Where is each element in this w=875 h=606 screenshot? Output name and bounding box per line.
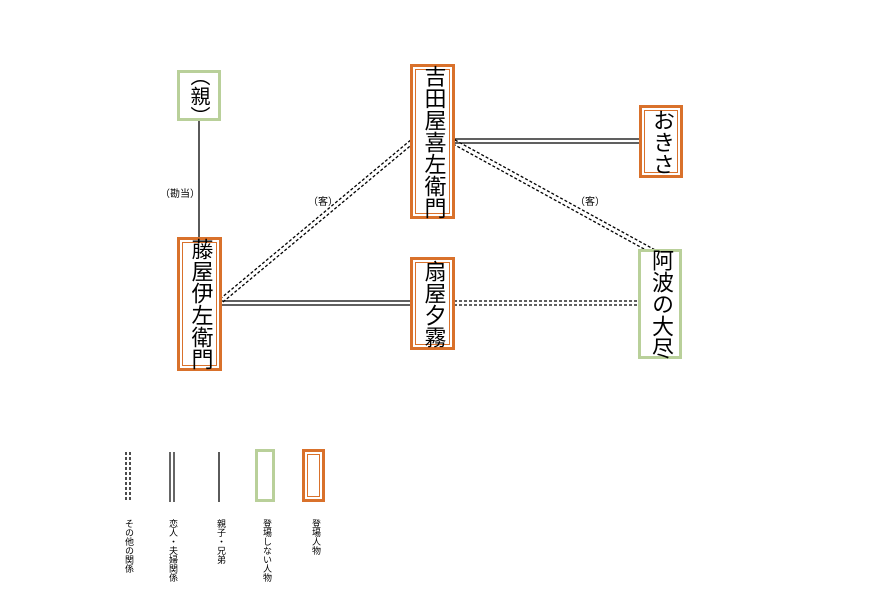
node-yugiri: 扇屋夕霧 [410, 257, 455, 350]
label-kyaku-left: （客） [308, 197, 338, 208]
node-izaemon: 藤屋伊左衛門 [177, 237, 222, 371]
line-yugiri-awa [454, 300, 638, 306]
label-kando: （勘当） [160, 189, 200, 200]
node-kichiemon: 吉田屋喜左衛門 [410, 64, 455, 219]
node-kichiemon-label: 吉田屋喜左衛門 [420, 64, 446, 219]
node-oya: （親） [177, 66, 221, 126]
node-awa: 阿波の大尽 [638, 249, 682, 359]
node-okisa-label: おきさ [649, 108, 674, 175]
line-kichiemon-awa [452, 139, 658, 256]
line-izaemon-yugiri [221, 300, 412, 306]
legend-couple-label: 恋人・夫婦関係 [167, 519, 177, 582]
node-oya-label: （親） [187, 65, 211, 126]
node-yugiri-label: 扇屋夕霧 [420, 259, 446, 348]
legend-family-label: 親子・兄弟 [215, 519, 225, 564]
node-awa-label: 阿波の大尽 [648, 249, 673, 359]
legend-couple-sample [169, 452, 175, 502]
legend-other-sample [125, 452, 131, 502]
legend-appear-label: 登場人物 [310, 519, 320, 555]
legend-appear-box [302, 449, 325, 502]
label-kyaku-right: （客） [575, 197, 605, 208]
line-izaemon-kichiemon [219, 138, 416, 303]
legend-absent-box [255, 449, 275, 502]
node-okisa: おきさ [639, 105, 683, 178]
legend-other-label: その他の関係 [123, 519, 133, 573]
node-izaemon-label: 藤屋伊左衛門 [187, 238, 213, 370]
line-kichiemon-okisa [455, 138, 639, 144]
legend-absent-label: 登場しない人物 [261, 519, 271, 582]
